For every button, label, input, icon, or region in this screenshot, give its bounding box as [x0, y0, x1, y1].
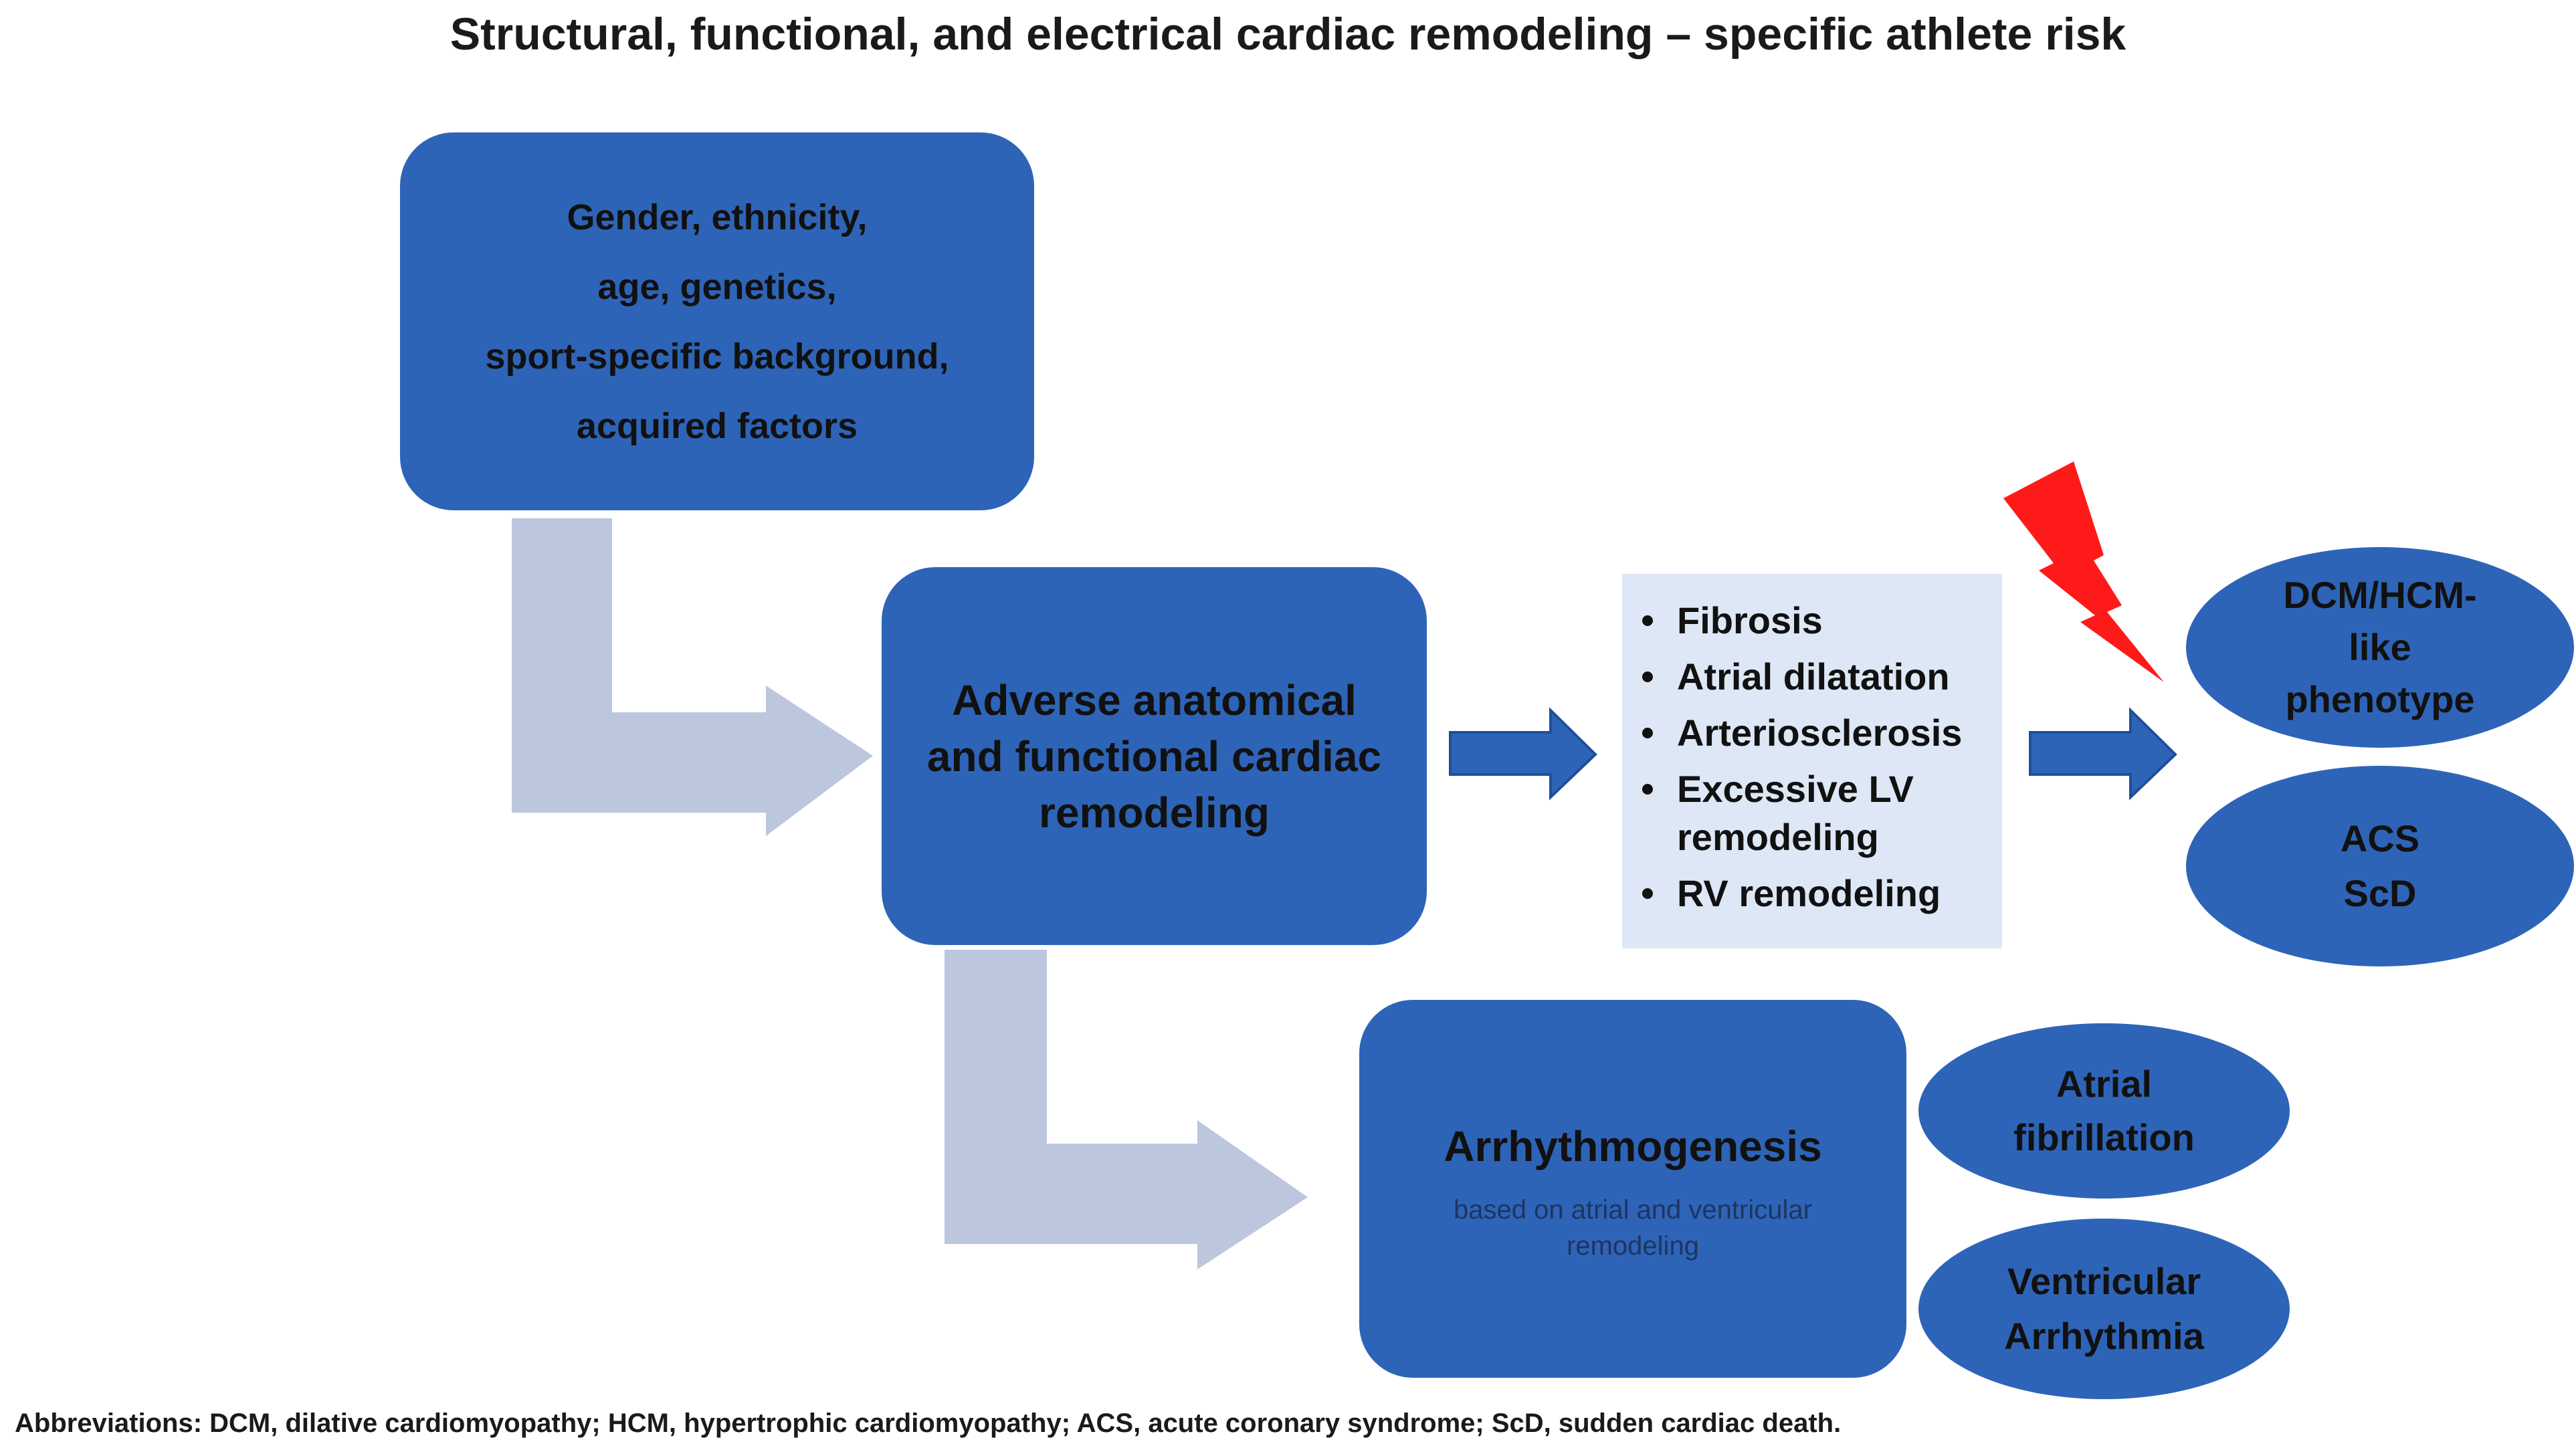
ventricular-arrhythmia-ellipse: Ventricular Arrhythmia	[1918, 1219, 2290, 1399]
factors-line: Gender, ethnicity,	[567, 197, 868, 237]
phenotype-line: phenotype	[2285, 678, 2475, 720]
arrhythmogenesis-subtitle: remodeling	[1567, 1231, 1699, 1261]
factors-line: sport-specific background,	[485, 336, 949, 377]
atrial-fibrillation-ellipse: Atrial fibrillation	[1918, 1023, 2290, 1199]
phenotype-line: DCM/HCM-	[2283, 574, 2477, 616]
arrhythmogenesis-subtitle: based on atrial and ventricular	[1454, 1195, 1812, 1225]
arrhythmogenesis-box: Arrhythmogenesis based on atrial and ven…	[1359, 1000, 1906, 1378]
findings-list: Fibrosis Atrial dilatation Arteriosclero…	[1627, 597, 2002, 926]
remodeling-line: remodeling	[1039, 788, 1270, 837]
finding-item: Fibrosis	[1627, 597, 2002, 645]
atrial-fibrillation-line: Atrial	[2056, 1063, 2153, 1105]
phenotype-ellipse: DCM/HCM- like phenotype	[2186, 547, 2574, 748]
arrow-remodeling-to-findings	[1449, 707, 1597, 801]
diagram-title: Structural, functional, and electrical c…	[450, 9, 2126, 60]
bent-arrow-remodeling-to-arrhythmogenesis	[945, 950, 1308, 1269]
acs-line: ScD	[2343, 872, 2417, 914]
phenotype-line: like	[2349, 626, 2411, 668]
remodeling-line: and functional cardiac	[926, 732, 1382, 781]
ventricular-arrhythmia-line: Ventricular	[2007, 1260, 2201, 1302]
remodeling-box: Adverse anatomical and functional cardia…	[882, 567, 1427, 945]
finding-item: Excessive LV remodeling	[1627, 765, 2002, 861]
finding-item: RV remodeling	[1627, 869, 2002, 918]
lightning-bolt-icon	[2003, 461, 2164, 682]
acs-ellipse: ACS ScD	[2186, 766, 2574, 966]
bent-arrow-factors-to-remodeling	[512, 518, 873, 836]
remodeling-line: Adverse anatomical	[952, 676, 1357, 724]
abbreviations-footnote: Abbreviations: DCM, dilative cardiomyopa…	[15, 1409, 1842, 1438]
ventricular-arrhythmia-line: Arrhythmia	[2004, 1315, 2204, 1357]
arrhythmogenesis-title: Arrhythmogenesis	[1444, 1122, 1822, 1170]
findings-box: Fibrosis Atrial dilatation Arteriosclero…	[1622, 574, 2002, 948]
factors-line: acquired factors	[576, 405, 858, 446]
acs-line: ACS	[2340, 817, 2420, 859]
atrial-fibrillation-line: fibrillation	[2013, 1116, 2195, 1158]
factors-line: age, genetics,	[597, 266, 837, 307]
finding-item: Atrial dilatation	[1627, 653, 2002, 701]
factors-box: Gender, ethnicity, age, genetics, sport-…	[400, 132, 1034, 510]
arrow-findings-to-outcomes	[2029, 707, 2177, 801]
finding-item: Arteriosclerosis	[1627, 709, 2002, 757]
